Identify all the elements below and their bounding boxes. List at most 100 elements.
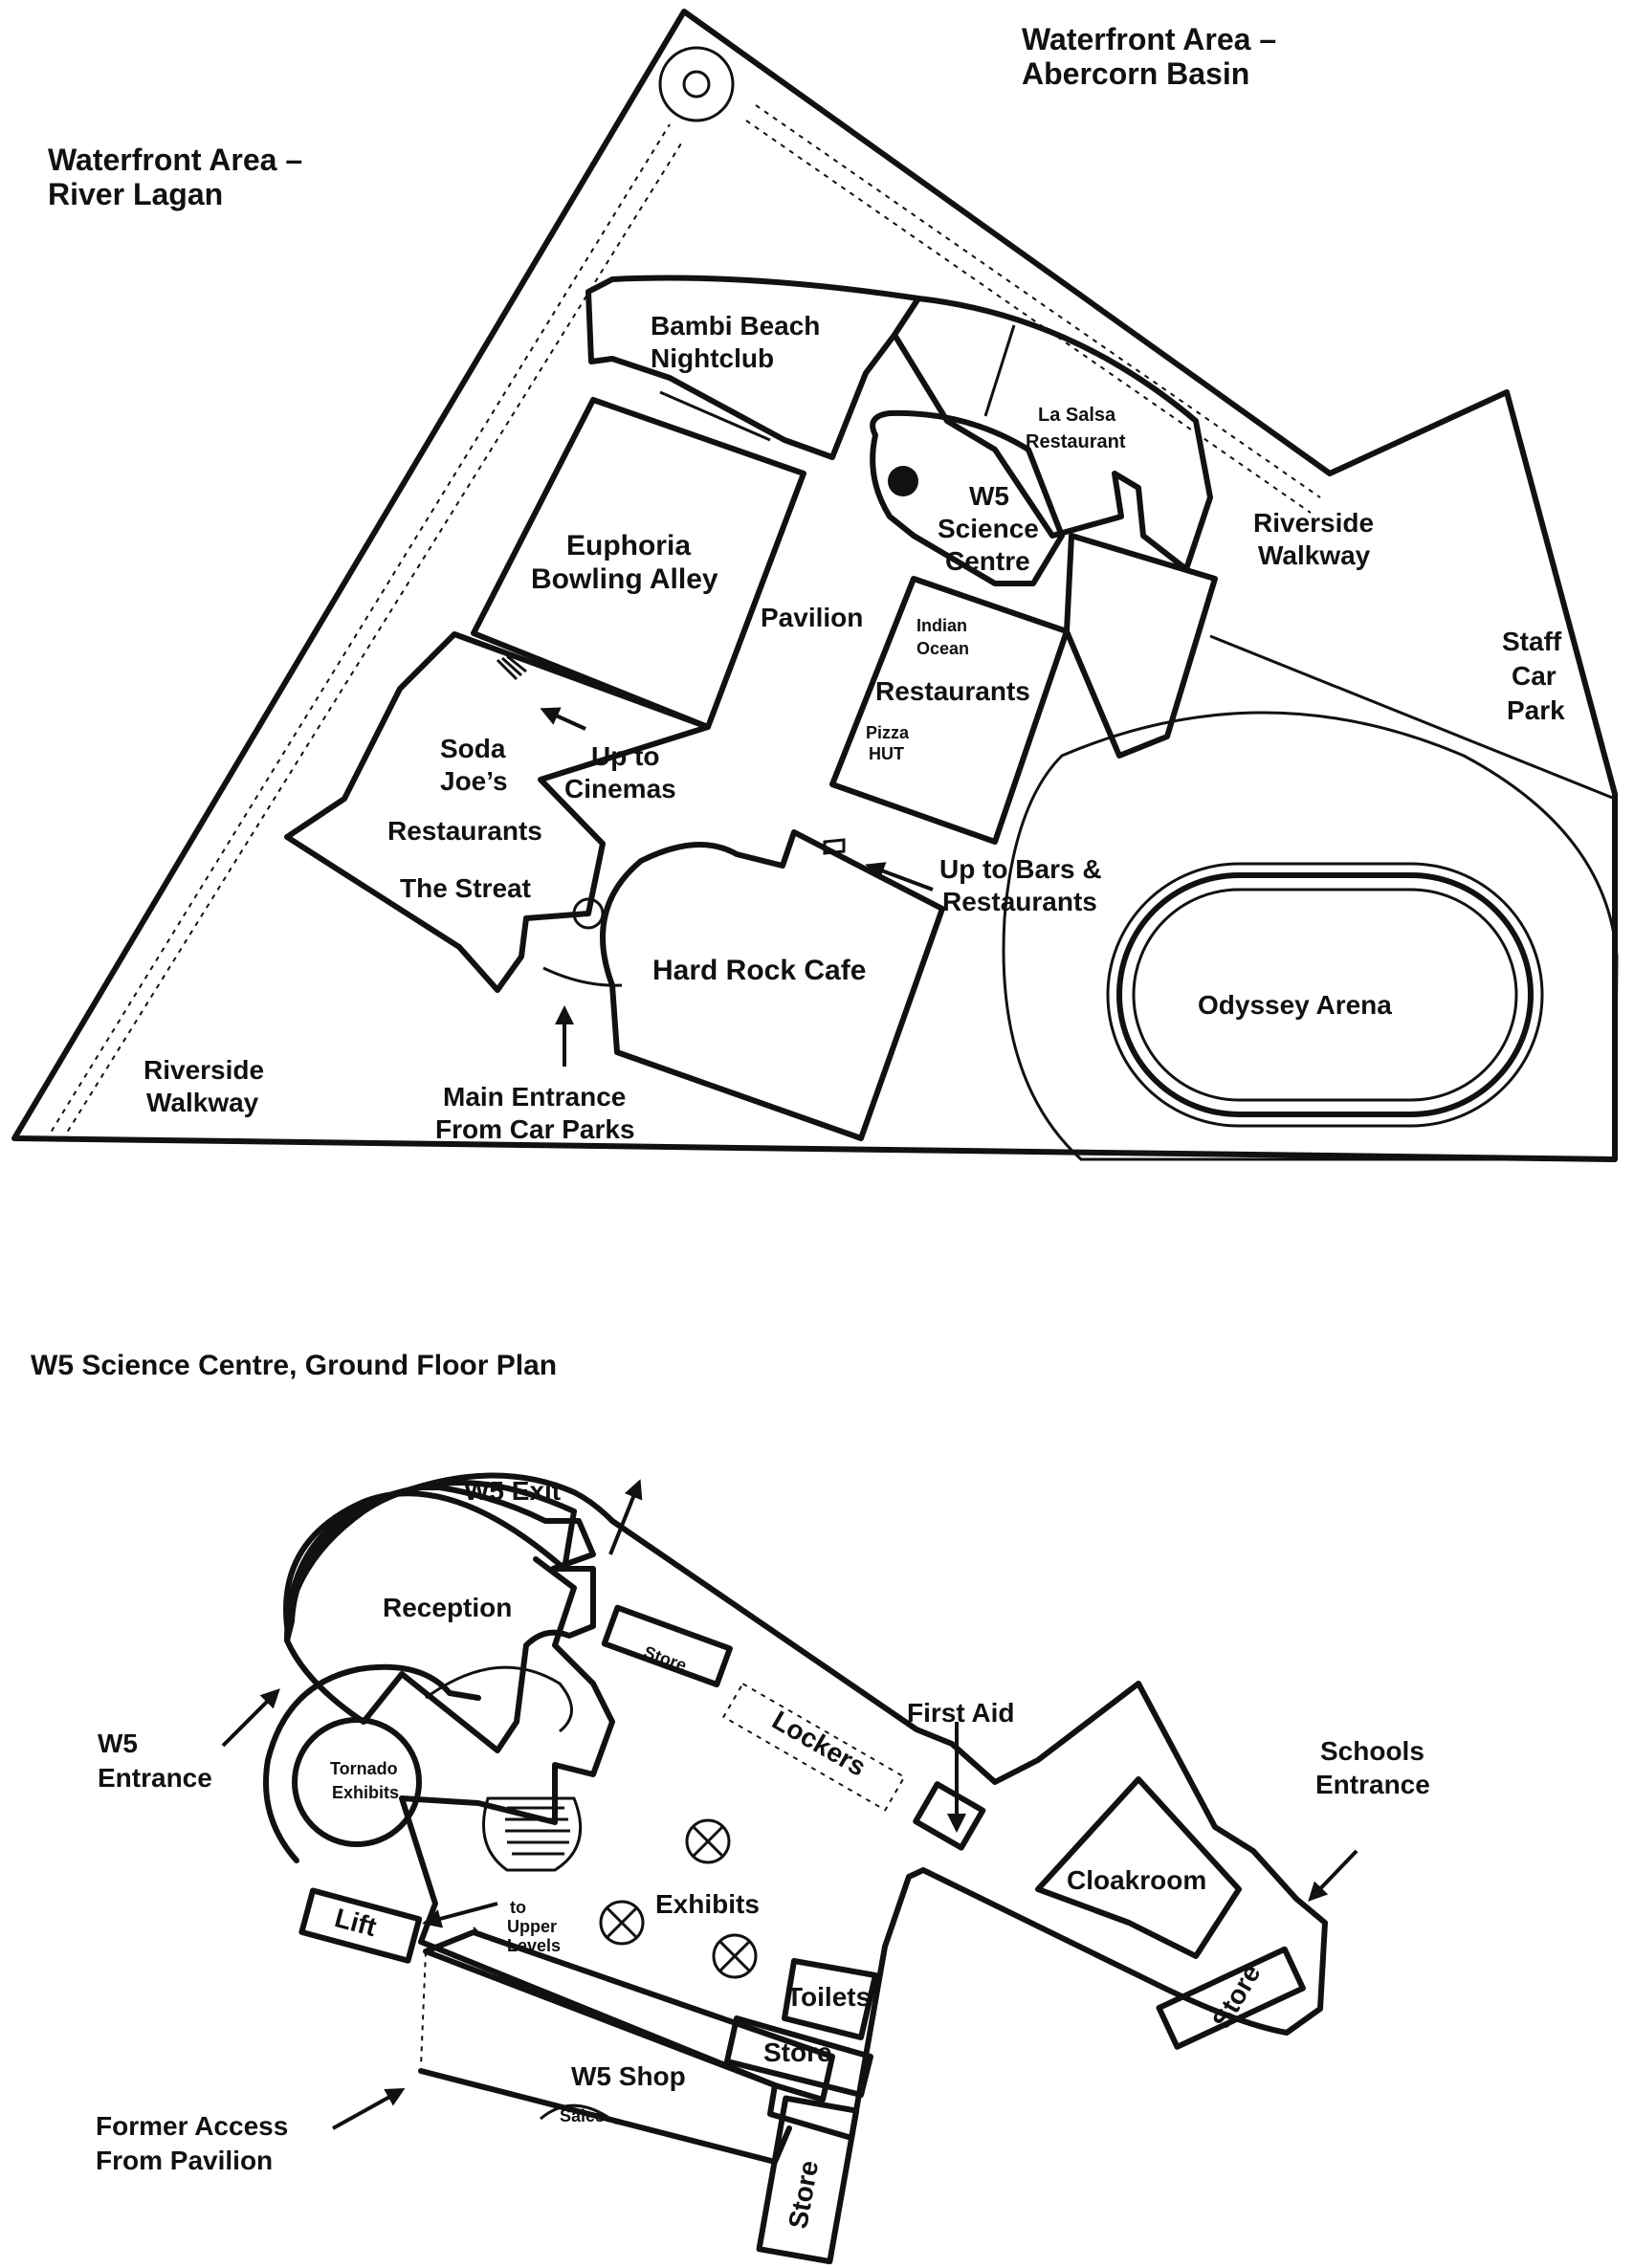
up-to-bars-label-2: Restaurants — [942, 887, 1097, 916]
cloakroom-room — [1035, 1776, 1242, 1959]
first-aid-room — [913, 1781, 986, 1851]
odyssey-arena-track-outer — [1106, 862, 1544, 1128]
reception-label: Reception — [383, 1593, 512, 1622]
waterfront-abercorn-label-2: Abercorn Basin — [1022, 56, 1249, 91]
to-upper-levels-label-3: Levels — [507, 1936, 561, 1955]
la-salsa-building — [892, 296, 1213, 572]
soda-joes-streat-building — [284, 631, 711, 993]
indian-ocean-label: Indian — [916, 616, 967, 635]
w5-label: W5 — [969, 481, 1009, 511]
pizza-hut-label: Pizza — [866, 723, 910, 742]
store-bottom-room — [756, 2095, 860, 2265]
former-access-line — [420, 1927, 480, 2067]
lockers-label: Lockers — [767, 1705, 872, 1782]
store-east-room — [1156, 1946, 1306, 2050]
sales-label: Sales — [560, 2106, 605, 2125]
w5-entrance-label: W5 — [98, 1729, 138, 1758]
lockers-area — [722, 1682, 906, 1812]
exhibit-marker-icon-2 — [599, 1900, 645, 1946]
la-salsa-label: La Salsa — [1038, 405, 1116, 426]
odyssey-arena-outer — [1002, 711, 1619, 1161]
restaurants-east-label: Restaurants — [875, 676, 1030, 706]
sales-counter — [540, 2103, 618, 2125]
store-mid-room — [724, 2015, 873, 2098]
w5-exit-label: W5 Exit — [464, 1476, 561, 1506]
hard-rock-cafe-building — [600, 829, 945, 1141]
fountain-icon — [572, 897, 605, 930]
lift-room — [298, 1887, 423, 1964]
odyssey-arena-track-inner — [1132, 888, 1518, 1102]
w5-entrance-label-2: Entrance — [98, 1763, 212, 1793]
store-top-label: Store — [641, 1642, 689, 1676]
w5-tornado-marker-icon — [888, 466, 918, 496]
store-bottom-label: Store — [783, 2158, 824, 2231]
store-mid-label: Store — [763, 2037, 832, 2067]
staff-car-park-boundary — [1209, 634, 1616, 801]
tornado-exhibits-label: Tornado — [330, 1759, 398, 1778]
up-to-cinemas-label-2: Cinemas — [564, 774, 676, 804]
tornado-exhibits-rotunda — [292, 1717, 422, 1847]
first-aid-label: First Aid — [907, 1698, 1015, 1728]
staff-car-park-label: Staff — [1502, 627, 1562, 656]
former-access-label: Former Access — [96, 2111, 288, 2141]
reception-desk — [425, 1665, 573, 1733]
w5-label-3: Centre — [945, 546, 1030, 576]
stairs-cinemas-icon — [496, 654, 527, 681]
site-boundary — [11, 9, 1618, 1162]
euphoria-label: Euphoria — [566, 530, 691, 561]
to-upper-levels-arrow-icon — [422, 1902, 498, 1928]
indian-ocean-pizza-hut-building — [829, 576, 1070, 845]
schools-entrance-label: Schools — [1320, 1736, 1424, 1766]
waterfront-lagan-label: Waterfront Area – — [48, 143, 302, 177]
waterfront-lagan-label-2: River Lagan — [48, 177, 223, 211]
stairs-to-upper-levels-icon — [482, 1796, 583, 1872]
schools-entrance-label-2: Entrance — [1315, 1770, 1430, 1799]
riverside-walkway-ne-label-2: Walkway — [1258, 540, 1371, 570]
roundabout-centre-icon — [682, 70, 711, 99]
riverside-walkway-path-west — [45, 123, 671, 1141]
staff-car-park-label-2: Car — [1512, 661, 1557, 691]
w5-entrance-arrow-icon — [221, 1688, 280, 1748]
up-to-bars-label: Up to Bars & — [939, 854, 1102, 884]
waterfront-abercorn-label: Waterfront Area – — [1022, 22, 1276, 56]
floor-plan-title: W5 Science Centre, Ground Floor Plan — [31, 1350, 557, 1381]
cloakroom-label: Cloakroom — [1067, 1865, 1206, 1895]
exhibit-marker-icon-3 — [712, 1933, 758, 1979]
reception-arc — [284, 1472, 615, 1643]
soda-joes-label-2: Joe’s — [440, 766, 508, 796]
up-to-cinemas-label: Up to — [591, 741, 660, 771]
riverside-walkway-sw-label-2: Walkway — [146, 1088, 259, 1117]
euphoria-label-2: Bowling Alley — [531, 563, 718, 595]
bambi-beach-building — [585, 275, 921, 460]
la-salsa-divider — [983, 324, 1016, 417]
main-entrance-label: Main Entrance — [443, 1082, 626, 1112]
bambi-beach-label: Bambi Beach — [651, 311, 820, 341]
pavilion-label: Pavilion — [761, 603, 863, 632]
toilets-label: Toilets — [786, 1982, 871, 2012]
hard-rock-cafe-label: Hard Rock Cafe — [652, 955, 866, 986]
riverside-walkway-sw-label: Riverside — [144, 1055, 264, 1085]
pizza-hut-label-2: HUT — [869, 744, 904, 763]
exhibits-label: Exhibits — [655, 1889, 760, 1919]
stairs-bars-icon — [823, 838, 846, 855]
w5-floor-plan: W5 Science Centre, Ground Floor Plan — [31, 1350, 1430, 2265]
la-salsa-label-2: Restaurant — [1026, 431, 1126, 452]
site-map: Waterfront Area – Abercorn Basin Waterfr… — [11, 9, 1619, 1162]
odyssey-arena-track — [1116, 872, 1534, 1117]
tornado-exhibits-label-2: Exhibits — [332, 1783, 399, 1802]
to-upper-levels-label-2: Upper — [507, 1917, 557, 1936]
tornado-outer-ring — [263, 1663, 481, 1863]
restaurants-west-label: Restaurants — [387, 816, 542, 846]
schools-entrance-arrow-icon — [1308, 1849, 1358, 1902]
w5-science-centre-building — [870, 409, 1065, 586]
store-east-label: Store — [1206, 1959, 1267, 2033]
w5-shop-label: W5 Shop — [571, 2061, 686, 2091]
to-upper-levels-label: to — [510, 1898, 526, 1917]
roundabout-icon — [658, 46, 735, 122]
main-entrance-label-2: From Car Parks — [435, 1114, 635, 1144]
riverside-walkway-path-north-2 — [745, 120, 1312, 514]
up-to-bars-arrow-icon — [865, 862, 934, 892]
bambi-beach-label-2: Nightclub — [651, 343, 774, 373]
soda-joes-label: Soda — [440, 734, 506, 763]
up-to-cinemas-arrow-icon — [540, 707, 586, 731]
